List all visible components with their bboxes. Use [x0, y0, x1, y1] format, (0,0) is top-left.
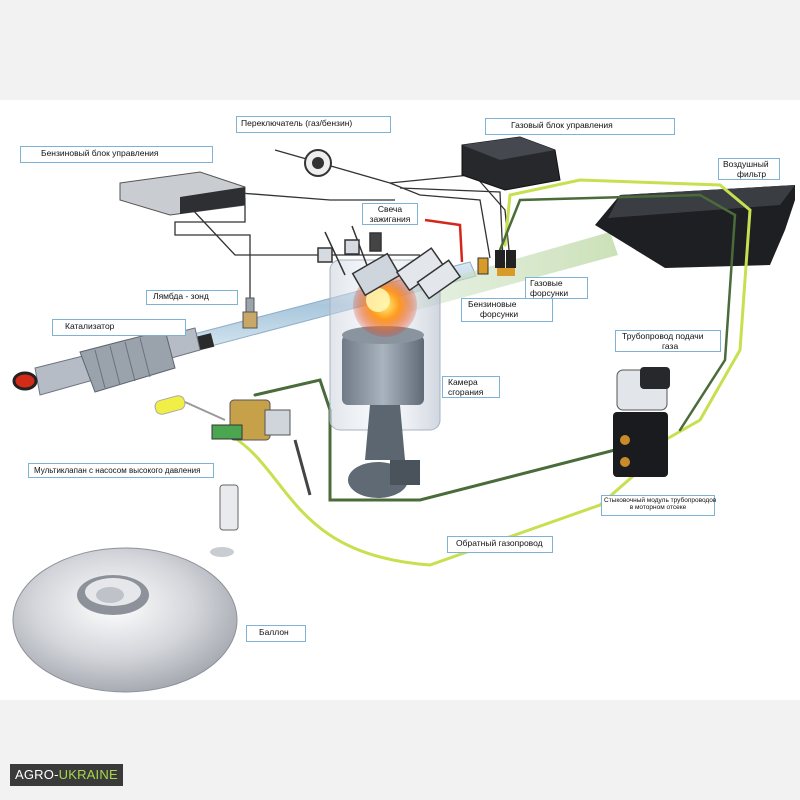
- label-air-filter: Воздушный фильтр: [718, 158, 780, 180]
- injectors: [477, 250, 516, 276]
- label-gas-line: Трубопровод подачи газа: [615, 330, 721, 352]
- label-tank: Баллон: [246, 625, 306, 642]
- lambda-probe: [242, 297, 258, 329]
- watermark-part1: AGRO-: [15, 767, 59, 782]
- petrol-ecu: [119, 171, 246, 216]
- label-lambda: Лямбда - зонд: [146, 290, 238, 305]
- watermark-logo: AGRO-UKRAINE: [10, 764, 123, 786]
- label-catalyst: Катализатор: [52, 319, 186, 336]
- label-petrol-ecu: Бензиновый блок управления: [20, 146, 213, 163]
- gas-ecu: [461, 136, 561, 191]
- label-spark-plug-line2: зажигания: [369, 213, 411, 224]
- label-coupling-module: Стыковочный модуль трубопроводов в мотор…: [601, 495, 717, 516]
- label-spark-plug: Свеча зажигания: [362, 203, 418, 225]
- fuel-switch: [304, 149, 332, 177]
- label-petrol-injectors-line1: Бензиновые: [468, 299, 517, 309]
- label-air-filter-line2: фильтр: [737, 168, 767, 179]
- spark-plugs: [317, 225, 462, 300]
- label-gas-injectors: Газовые форсунки: [525, 277, 588, 299]
- label-air-filter-line1: Воздушный: [723, 159, 769, 169]
- label-petrol-injectors-line2: форсунки: [480, 308, 519, 319]
- label-chamber-line2: сгорания: [448, 386, 484, 397]
- label-gas-line-line2: газа: [662, 340, 679, 351]
- label-coupling-line1: Стыковочный модуль трубопроводов: [604, 497, 717, 504]
- label-chamber-line1: Камера: [448, 377, 478, 387]
- multivalve: [154, 395, 312, 557]
- gas-tank: [12, 547, 238, 693]
- label-chamber: Камера сгорания: [442, 376, 500, 398]
- wiring: [174, 149, 511, 300]
- label-gas-line-line1: Трубопровод подачи: [622, 331, 704, 341]
- label-gas-ecu: Газовый блок управления: [485, 118, 675, 135]
- label-gas-injectors-line1: Газовые: [530, 278, 563, 288]
- ignition-wire: [424, 218, 464, 263]
- coupling-module: [613, 367, 670, 477]
- label-petrol-injectors: Бензиновые форсунки: [461, 298, 553, 322]
- label-spark-plug-line1: Свеча: [377, 204, 403, 214]
- label-coupling-line2: в моторном отсеке: [629, 504, 687, 512]
- label-switch: Переключатель (газ/бензин): [236, 116, 391, 133]
- label-multivalve: Мультиклапан с насосом высокого давления: [28, 463, 214, 478]
- watermark-part2: UKRAINE: [58, 767, 118, 782]
- label-return-line: Обратный газопровод: [447, 536, 553, 553]
- label-gas-injectors-line2: форсунки: [530, 287, 569, 298]
